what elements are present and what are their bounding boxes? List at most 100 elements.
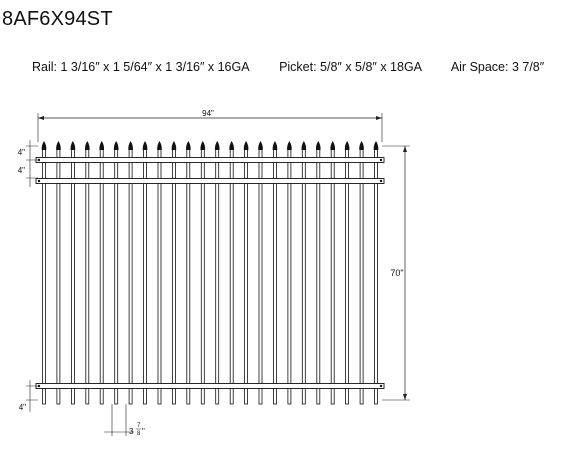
picket	[315, 141, 321, 405]
finial-tip	[128, 141, 133, 150]
picket	[330, 141, 336, 405]
picket	[41, 141, 47, 405]
top-offset-1-label: 4"	[18, 148, 25, 157]
picket	[229, 141, 234, 405]
finial-tip	[359, 141, 364, 150]
finial-tip	[272, 141, 278, 150]
finial-tip	[84, 141, 90, 150]
finial-tip	[56, 141, 61, 150]
rail-bolt	[379, 384, 383, 388]
finial-tip	[171, 141, 177, 150]
rail	[35, 178, 385, 184]
fence-drawing: 94" 70" 4" 4" 4" 3 7 8 "	[18, 109, 410, 437]
picket-body	[215, 148, 220, 405]
picket	[99, 141, 105, 405]
rail-bolt	[379, 179, 383, 183]
picket-body	[200, 148, 205, 405]
rail-bolt	[37, 158, 41, 162]
picket-body	[56, 148, 61, 405]
rail	[35, 157, 385, 163]
finial-tip	[157, 141, 162, 150]
height-arrow-bottom	[403, 394, 407, 400]
picket-body	[258, 148, 263, 405]
pickets-group	[41, 141, 379, 405]
product-code-title: 8AF6X94ST	[2, 8, 113, 30]
finial-tip	[186, 141, 191, 150]
picket	[258, 141, 263, 405]
picket-body	[229, 148, 234, 405]
width-dimension: 94"	[37, 109, 383, 142]
height-arrow-top	[403, 146, 407, 152]
picket-body	[345, 148, 350, 405]
picket	[272, 141, 278, 405]
picket	[214, 141, 220, 405]
picket	[157, 141, 162, 405]
picket-body	[287, 148, 292, 405]
top-offset-2-label: 4"	[18, 166, 25, 175]
picket-body	[143, 148, 147, 405]
picket-body	[71, 148, 75, 405]
finial-tip	[330, 141, 336, 150]
picket-body	[330, 148, 335, 405]
picket-body	[244, 148, 249, 405]
picket	[84, 141, 90, 405]
finial-tip	[287, 141, 292, 150]
finial-tip	[373, 141, 379, 150]
picket-body	[186, 148, 191, 405]
finial-tip	[258, 141, 263, 150]
finial-tip	[229, 141, 234, 150]
picket-body	[128, 148, 133, 405]
spec-line: Rail: 1 3/16″ x 1 5/64″ x 1 3/16″ x 16GA…	[32, 60, 570, 74]
picket	[359, 141, 364, 405]
picket-body	[301, 148, 306, 405]
finial-tip	[315, 141, 321, 150]
picket	[113, 141, 119, 405]
finial-tip	[243, 141, 249, 150]
rails-group	[35, 157, 385, 389]
picket-spec: Picket: 5/8″ x 5/8″ x 18GA	[279, 60, 423, 74]
rail-bolt	[37, 384, 41, 388]
picket	[70, 141, 76, 405]
picket-body	[374, 148, 378, 405]
picket-body	[171, 148, 176, 405]
picket	[200, 141, 206, 405]
picket-body	[85, 148, 90, 405]
picket-body	[273, 148, 277, 405]
picket	[344, 141, 350, 405]
picket	[373, 141, 379, 405]
height-label: 70"	[390, 268, 403, 278]
picket	[186, 141, 191, 405]
rail-bolt	[37, 179, 41, 183]
picket	[56, 141, 61, 405]
air-space-den: 8	[137, 431, 141, 437]
height-dimension: 70"	[382, 145, 410, 401]
finial-tip	[200, 141, 206, 150]
picket-body	[316, 148, 321, 405]
picket-body	[359, 148, 364, 405]
width-label: 94"	[202, 109, 214, 118]
air-space-whole: 3	[129, 427, 134, 436]
finial-tip	[344, 141, 350, 150]
picket-body	[42, 148, 46, 405]
picket	[142, 141, 148, 405]
air-space-spec: Air Space: 3 7/8″	[450, 60, 545, 74]
left-offset-dimensions: 4" 4" 4"	[18, 140, 38, 412]
rail	[35, 383, 385, 389]
picket	[243, 141, 249, 405]
picket-body	[114, 148, 119, 405]
bottom-offset-label: 4"	[19, 403, 26, 412]
finial-tip	[99, 141, 105, 150]
picket-body	[157, 148, 162, 405]
air-space-unit: "	[142, 427, 145, 436]
width-arrow-right	[376, 116, 382, 120]
rail-spec: Rail: 1 3/16″ x 1 5/64″ x 1 3/16″ x 16GA	[32, 60, 250, 74]
picket	[287, 141, 292, 405]
finial-tip	[41, 141, 47, 150]
finial-tip	[113, 141, 119, 150]
picket-body	[99, 148, 104, 405]
picket	[128, 141, 133, 405]
finial-tip	[301, 141, 307, 150]
picket	[301, 141, 307, 405]
finial-tip	[70, 141, 76, 150]
air-space-dimension: 3 7 8 "	[104, 404, 145, 437]
